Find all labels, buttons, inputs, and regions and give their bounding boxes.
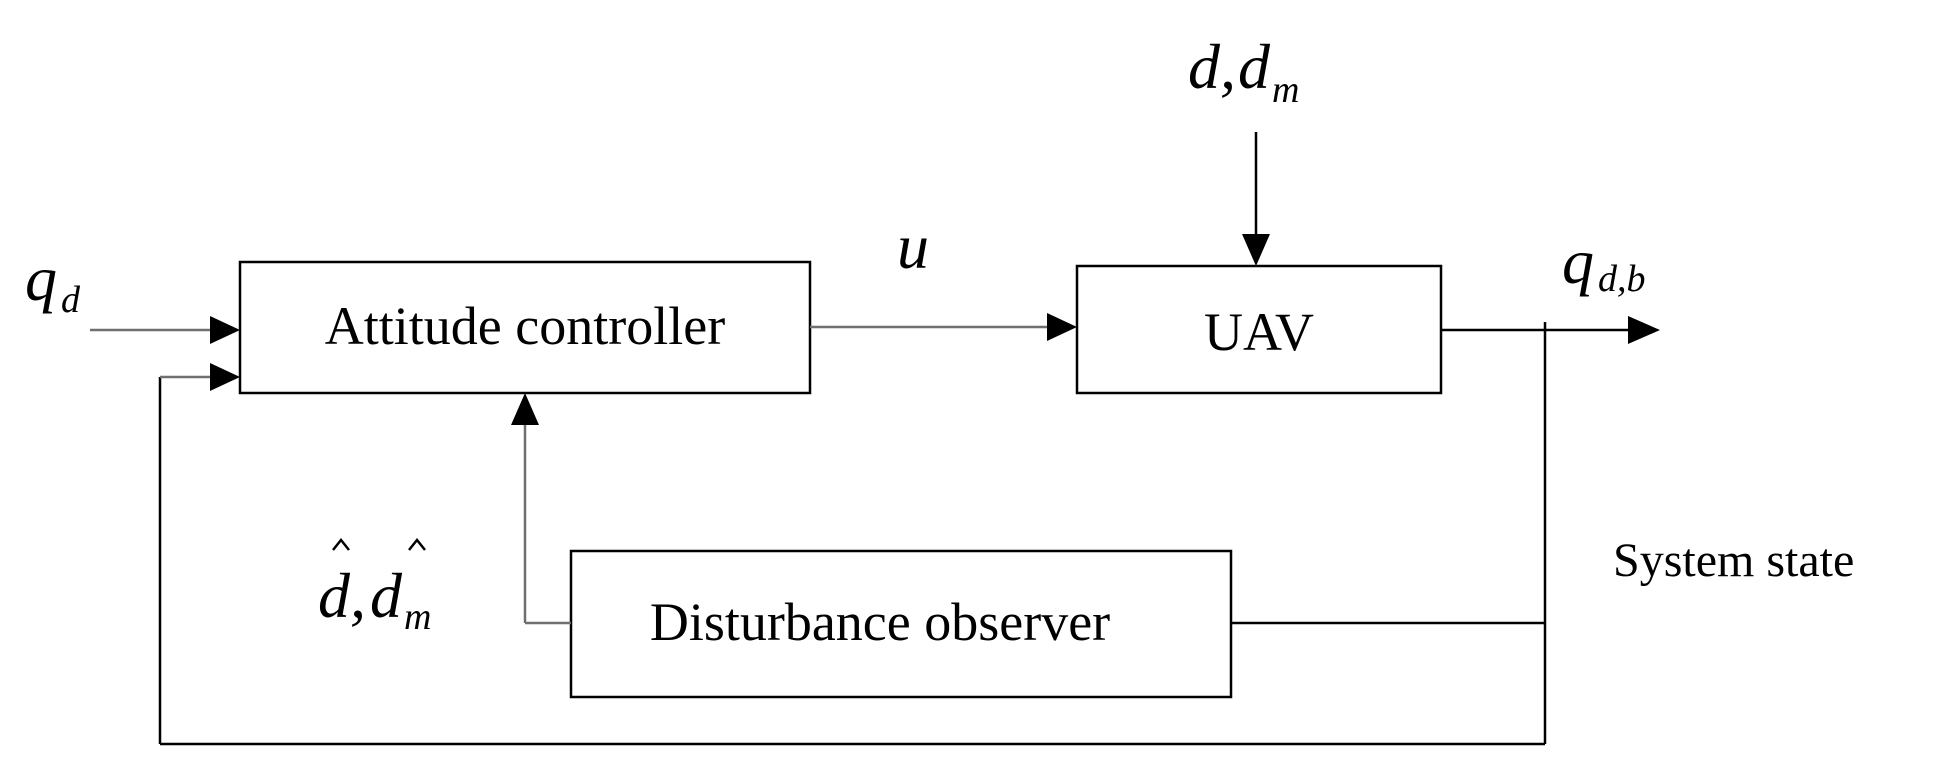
disturbance-signal-label: d,dm	[1188, 31, 1299, 111]
estimate-signal-label: d,dm	[318, 537, 431, 638]
attitude-controller-block: Attitude controller	[238, 260, 812, 395]
uav-label: UAV	[1204, 302, 1314, 362]
attitude-controller-label: Attitude controller	[325, 296, 725, 356]
control-signal-arrow	[810, 313, 1077, 341]
reference-input-arrow	[90, 316, 240, 344]
uav-box	[1075, 264, 1443, 395]
system-state-label: System state	[1613, 534, 1854, 587]
disturbance-observer-label: Disturbance observer	[650, 592, 1110, 652]
attitude-controller-box	[238, 260, 812, 395]
control-signal-label: u	[897, 211, 929, 282]
svg-text:d,dm: d,dm	[318, 560, 431, 638]
estimate-feedback-arrow	[511, 393, 571, 625]
disturbance-observer-block: Disturbance observer	[569, 549, 1233, 699]
disturbance-input-arrow	[1242, 132, 1270, 266]
disturbance-observer-box	[569, 549, 1233, 699]
output-arrow	[1441, 316, 1660, 344]
system-state-feedback	[158, 322, 1547, 746]
estimate-hat-mark-2	[408, 537, 426, 551]
estimate-hat-mark-1	[332, 537, 350, 551]
uav-block: UAV	[1075, 264, 1443, 395]
